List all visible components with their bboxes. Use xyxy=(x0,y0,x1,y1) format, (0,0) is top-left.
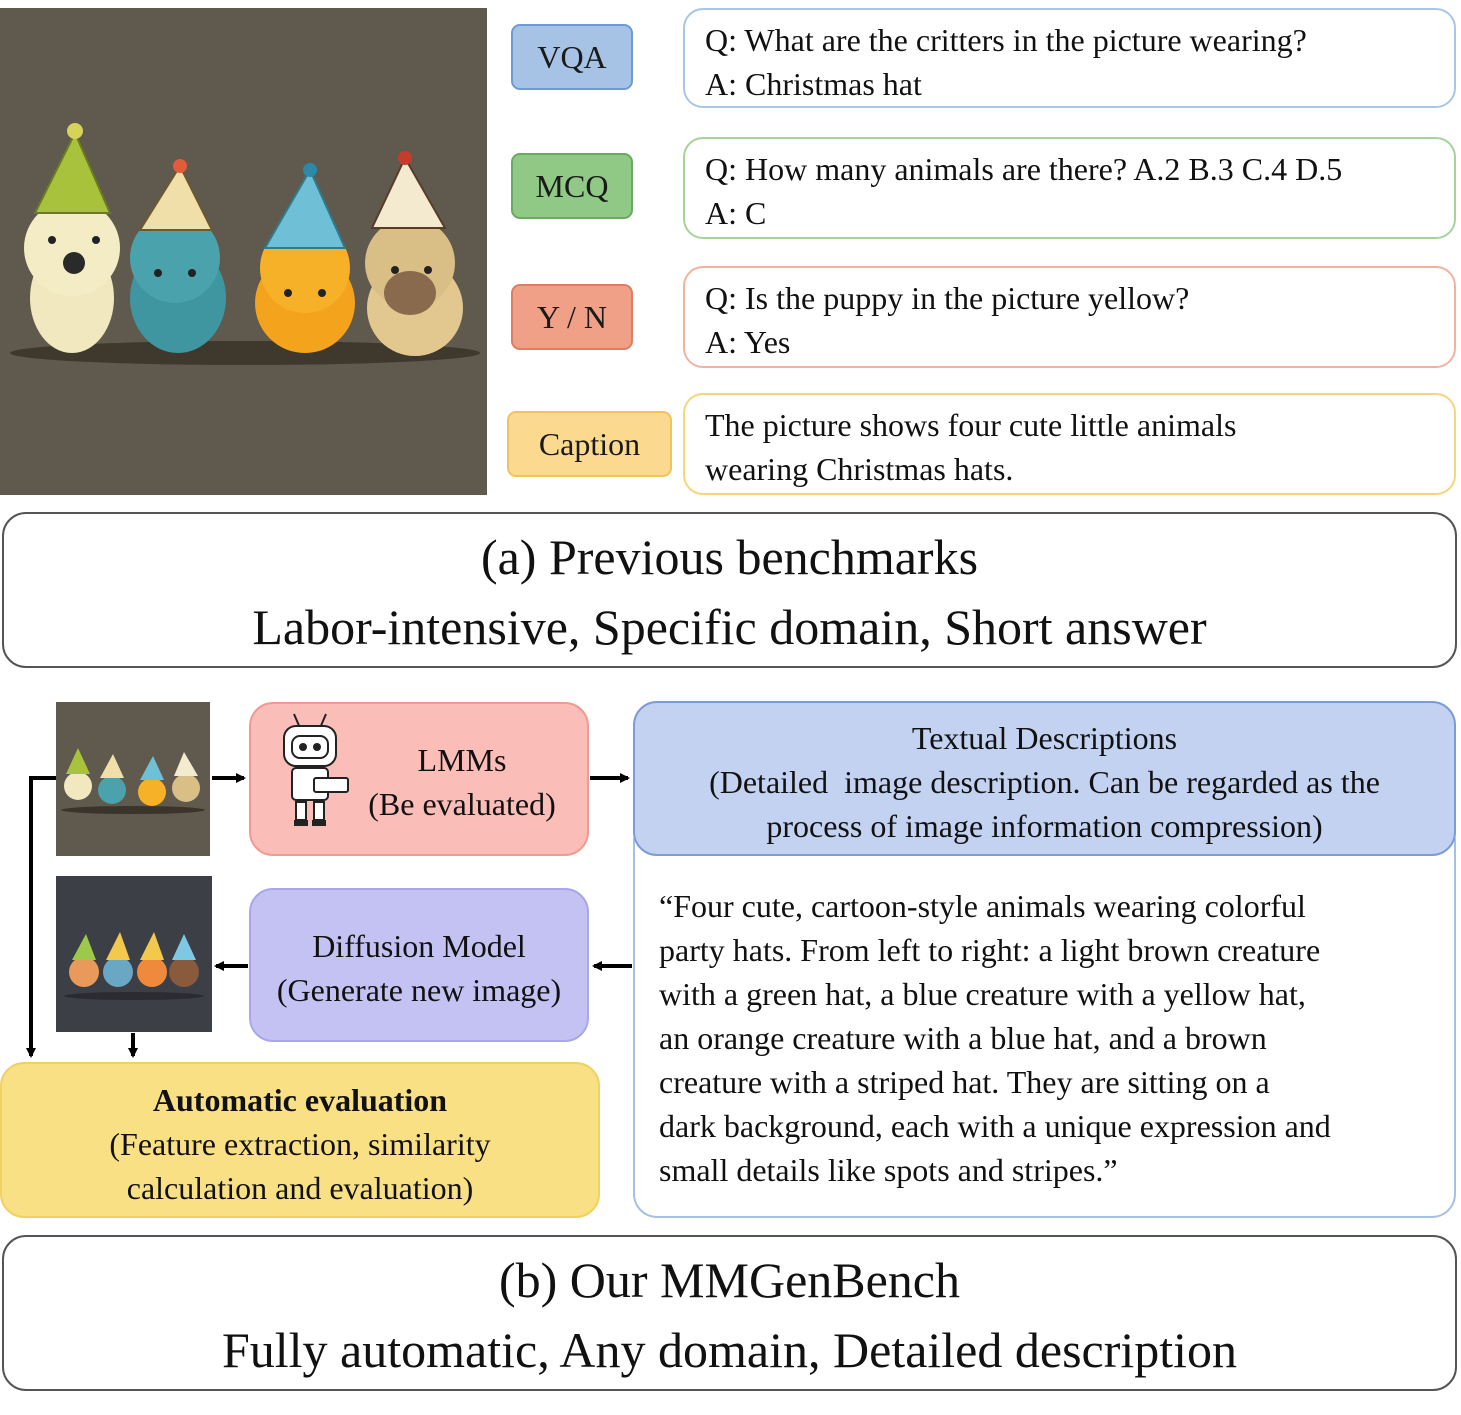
banner-b-subtitle: Fully automatic, Any domain, Detailed de… xyxy=(221,1322,1238,1378)
yes-no-answer: A: Yes xyxy=(705,324,791,360)
description-text-box: “Four cute, cartoon-style animals wearin… xyxy=(633,838,1456,1218)
caption-line-2: wearing Christmas hats. xyxy=(705,451,1014,487)
description-line: party hats. From left to right: a light … xyxy=(659,932,1321,968)
description-line: dark background, each with a unique expr… xyxy=(659,1108,1331,1144)
input-image-animals-party-hats xyxy=(0,8,487,495)
diffusion-model-box: Diffusion Model (Generate new image) xyxy=(249,888,589,1042)
thumbnail-original-illustration xyxy=(56,702,210,856)
tag-yes-no: Y / N xyxy=(511,284,633,350)
tag-vqa-label: VQA xyxy=(537,38,607,75)
mcq-answer: A: C xyxy=(705,195,767,231)
qa-box-vqa: Q: What are the critters in the picture … xyxy=(683,8,1456,108)
mcq-question: Q: How many animals are there? A.2 B.3 C… xyxy=(705,151,1343,187)
banner-mmgenbench: (b) Our MMGenBench Fully automatic, Any … xyxy=(2,1235,1457,1391)
robot-drawing xyxy=(283,713,349,826)
animal-2 xyxy=(130,159,226,353)
thumbnail-generated-illustration xyxy=(56,876,212,1032)
vqa-question: Q: What are the critters in the picture … xyxy=(705,22,1307,58)
textual-descriptions-header: Textual Descriptions (Detailed image des… xyxy=(633,701,1456,856)
automatic-evaluation-line-1: (Feature extraction, similarity xyxy=(109,1126,491,1162)
tag-mcq: MCQ xyxy=(511,153,633,219)
description-line: creature with a striped hat. They are si… xyxy=(659,1064,1270,1100)
qa-box-mcq: Q: How many animals are there? A.2 B.3 C… xyxy=(683,137,1456,239)
banner-a-subtitle: Labor-intensive, Specific domain, Short … xyxy=(252,599,1207,655)
automatic-evaluation-title: Automatic evaluation xyxy=(152,1082,448,1118)
automatic-evaluation-box: Automatic evaluation (Feature extraction… xyxy=(0,1062,600,1218)
thumbnail-generated-image xyxy=(56,876,212,1032)
description-line: small details like spots and stripes.” xyxy=(659,1152,1118,1188)
diffusion-subtitle: (Generate new image) xyxy=(276,972,562,1008)
arrow-original-to-evaluation xyxy=(26,776,56,1058)
tag-caption-label: Caption xyxy=(538,425,641,462)
textual-line-1: (Detailed image description. Can be rega… xyxy=(709,764,1380,800)
banner-b-title: (b) Our MMGenBench xyxy=(498,1252,960,1308)
robot-icon xyxy=(270,712,360,832)
description-line: with a green hat, a blue creature with a… xyxy=(659,976,1306,1012)
banner-previous-benchmarks: (a) Previous benchmarks Labor-intensive,… xyxy=(2,512,1457,668)
lmm-title: LMMs xyxy=(417,742,507,778)
qa-box-caption: The picture shows four cute little anima… xyxy=(683,393,1456,495)
caption-line-1: The picture shows four cute little anima… xyxy=(705,407,1237,443)
textual-title: Textual Descriptions xyxy=(911,720,1178,756)
description-line: “Four cute, cartoon-style animals wearin… xyxy=(659,888,1306,924)
thumbnail-original-image xyxy=(56,702,210,856)
banner-a-title: (a) Previous benchmarks xyxy=(480,529,979,585)
animal-1 xyxy=(24,123,120,353)
animal-4 xyxy=(365,151,463,356)
qa-box-yes-no: Q: Is the puppy in the picture yellow? A… xyxy=(683,266,1456,368)
yes-no-question: Q: Is the puppy in the picture yellow? xyxy=(705,280,1190,316)
textual-line-2: process of image information compression… xyxy=(766,808,1323,844)
animals-illustration xyxy=(0,8,487,495)
tag-mcq-label: MCQ xyxy=(535,167,609,204)
vqa-answer: A: Christmas hat xyxy=(705,66,922,102)
animal-3 xyxy=(255,163,355,353)
tag-caption: Caption xyxy=(507,411,672,477)
tag-vqa: VQA xyxy=(511,24,633,90)
automatic-evaluation-line-2: calculation and evaluation) xyxy=(126,1170,474,1206)
description-line: an orange creature with a blue hat, and … xyxy=(659,1020,1267,1056)
tag-yes-no-label: Y / N xyxy=(537,298,607,335)
lmm-subtitle: (Be evaluated) xyxy=(368,786,556,822)
diffusion-title: Diffusion Model xyxy=(312,928,526,964)
